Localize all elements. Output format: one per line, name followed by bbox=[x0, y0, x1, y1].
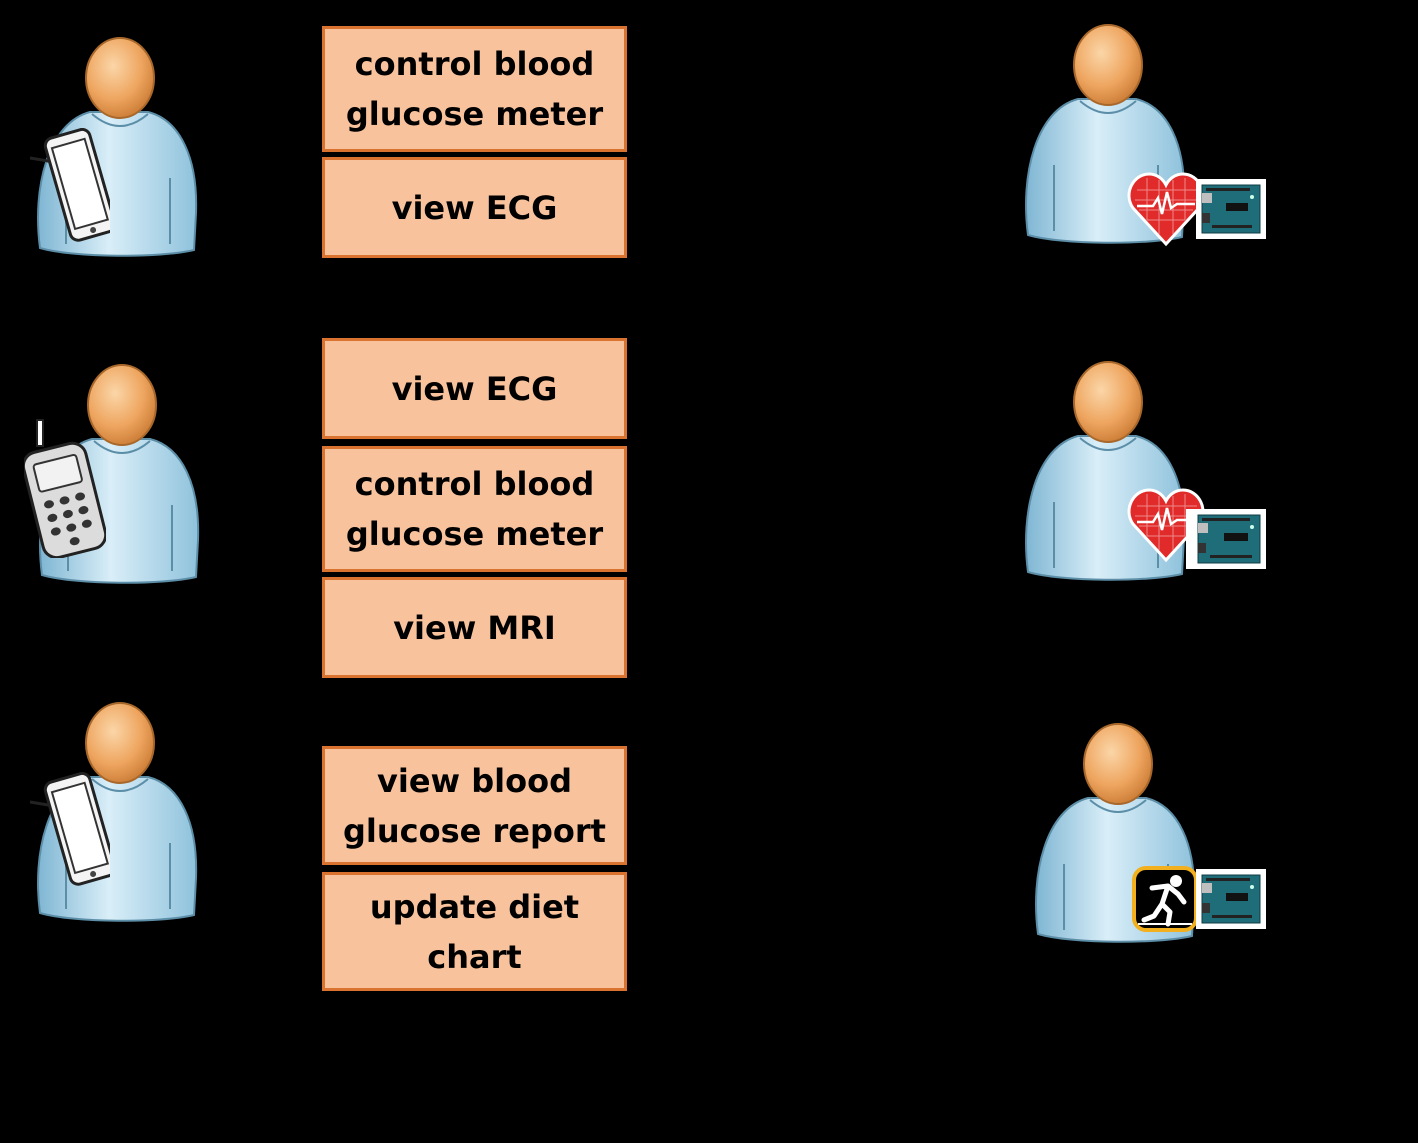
arduino-board-icon bbox=[1186, 509, 1266, 573]
mobile-phone-icon bbox=[21, 418, 108, 562]
tablet-icon bbox=[29, 771, 117, 891]
action-box[interactable]: view ECG bbox=[322, 157, 627, 258]
motion-sensor-icon bbox=[1132, 866, 1198, 936]
tablet-icon bbox=[29, 127, 117, 247]
action-box[interactable]: update diet chart bbox=[322, 872, 627, 991]
action-box[interactable]: view MRI bbox=[322, 577, 627, 678]
heart-rate-sensor-icon bbox=[1127, 170, 1205, 252]
action-box[interactable]: view blood glucose report bbox=[322, 746, 627, 865]
arduino-board-icon bbox=[1196, 179, 1266, 243]
action-box[interactable]: control blood glucose meter bbox=[322, 26, 627, 152]
action-box[interactable]: view ECG bbox=[322, 338, 627, 439]
heart-rate-sensor-icon bbox=[1127, 486, 1205, 568]
arduino-board-icon bbox=[1196, 869, 1266, 933]
action-box[interactable]: control blood glucose meter bbox=[322, 446, 627, 572]
